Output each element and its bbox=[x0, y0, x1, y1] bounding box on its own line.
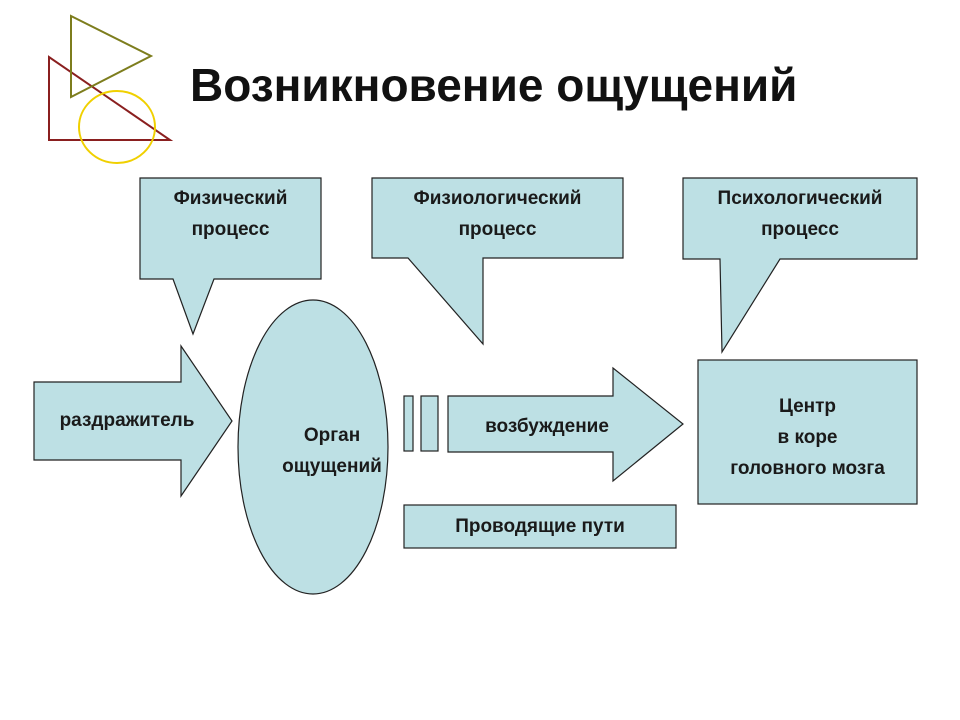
page-title: Возникновение ощущений bbox=[190, 59, 798, 111]
decorative-logo bbox=[48, 14, 174, 164]
callout-physiological-line2: процесс bbox=[458, 219, 537, 240]
callout-physical-label: Физический процесс bbox=[140, 183, 321, 245]
deco-yellow-circle bbox=[78, 90, 156, 164]
callout-physical-line2: процесс bbox=[191, 219, 270, 240]
sense-organ-line1: Орган bbox=[303, 425, 361, 446]
conduction-bar-2 bbox=[420, 395, 439, 452]
sense-organ-line2: ощущений bbox=[282, 456, 382, 477]
callout-psychological-line2: процесс bbox=[761, 219, 839, 240]
stimulus-arrow-shape bbox=[33, 344, 233, 498]
callout-psychological-label: Психологический процесс bbox=[683, 183, 917, 245]
callout-physiological-line1: Физиологический bbox=[413, 188, 582, 209]
deco-red-triangle bbox=[48, 55, 174, 141]
pathways-label: Проводящие пути bbox=[455, 516, 625, 537]
brain-center-line1: Центр bbox=[778, 396, 837, 417]
stimulus-label: раздражитель bbox=[59, 410, 195, 431]
excitation-arrow-shape bbox=[447, 366, 684, 483]
callout-psychological-shape bbox=[682, 177, 918, 355]
callout-physiological-shape bbox=[371, 177, 624, 346]
conduction-bar-1 bbox=[403, 395, 414, 452]
brain-center-box bbox=[697, 359, 918, 505]
excitation-label: возбуждение bbox=[485, 416, 609, 437]
pathways-box bbox=[403, 504, 677, 549]
deco-olive-triangle bbox=[70, 14, 154, 99]
callout-physiological-label: Физиологический процесс bbox=[372, 183, 623, 245]
callout-physical-line1: Физический bbox=[173, 188, 288, 209]
callout-psychological-line1: Психологический bbox=[717, 188, 883, 209]
brain-center-line3: головного мозга bbox=[730, 458, 885, 479]
callout-physical-shape bbox=[139, 177, 322, 336]
sense-organ-label: Орган ощущений bbox=[252, 420, 412, 482]
brain-center-label: Центр в коре головного мозга bbox=[698, 391, 917, 484]
sense-organ-ellipse bbox=[237, 299, 389, 595]
brain-center-line2: в коре bbox=[777, 427, 838, 448]
